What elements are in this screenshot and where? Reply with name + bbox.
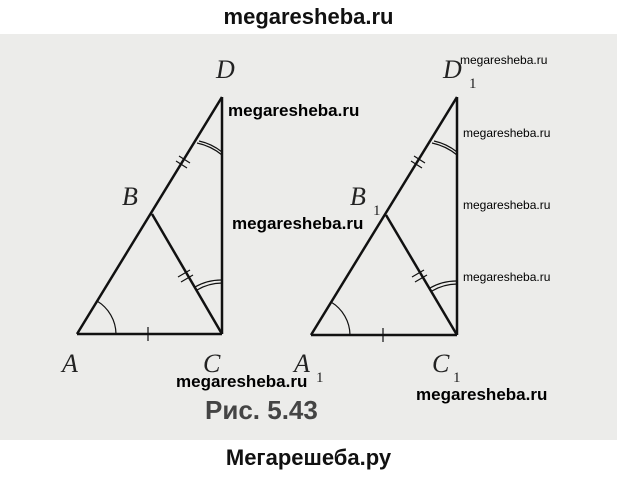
marks-left <box>96 140 223 341</box>
watermark: megaresheba.ru <box>176 372 308 391</box>
triangle-left <box>75 96 224 336</box>
label-B1: B <box>350 182 366 211</box>
triangle-right <box>309 96 459 337</box>
label-D: D <box>215 55 235 84</box>
watermark: megaresheba.ru <box>416 385 548 404</box>
figure-caption: Рис. 5.43 <box>205 395 318 425</box>
label-C1-sub: 1 <box>453 370 461 386</box>
label-A: A <box>60 349 78 378</box>
watermark: megaresheba.ru <box>460 53 548 67</box>
segment-BC <box>150 213 224 335</box>
marks-right <box>330 140 458 342</box>
label-B: B <box>122 182 138 211</box>
watermark: megaresheba.ru <box>463 198 551 212</box>
figure-panel <box>0 34 617 440</box>
watermark: megaresheba.ru <box>232 214 364 233</box>
watermark: megaresheba.ru <box>463 270 551 284</box>
header-watermark: megaresheba.ru <box>223 4 394 29</box>
segment-A1D1 <box>309 96 459 336</box>
segment-AD <box>75 96 224 335</box>
label-D1: D <box>442 55 462 84</box>
watermark: megaresheba.ru <box>228 101 360 120</box>
footer-watermark: Мегарешеба.ру <box>225 445 392 470</box>
label-C1: C <box>432 349 450 378</box>
label-A1-sub: 1 <box>316 370 324 386</box>
label-B1-sub: 1 <box>373 203 381 219</box>
label-D1-sub: 1 <box>469 76 477 92</box>
label-C: C <box>203 349 221 378</box>
label-A1: A <box>292 349 310 378</box>
segment-B1C1 <box>384 214 459 336</box>
watermark: megaresheba.ru <box>463 126 551 140</box>
